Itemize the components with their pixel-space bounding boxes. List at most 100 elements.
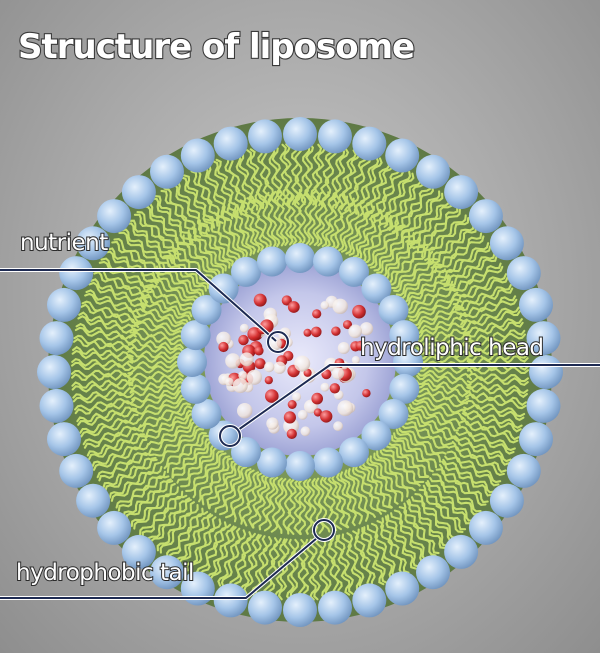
lipid-tail (150, 497, 191, 547)
lipid-tail (462, 410, 522, 433)
lipid-tail (127, 338, 184, 351)
phospholipid-head (150, 555, 184, 590)
nutrient-molecule-clear (273, 361, 286, 374)
nutrient-molecule-red (281, 295, 292, 306)
lipid-tail (385, 241, 426, 283)
nutrient-molecule-red (265, 389, 279, 403)
tail-pointer (0, 518, 336, 600)
phospholipid-head (489, 226, 524, 261)
lipid-tail (182, 234, 221, 277)
phospholipid-head (177, 347, 207, 377)
phospholipid-head (180, 320, 211, 351)
lipid-tail (220, 207, 249, 259)
lipid-tail (325, 192, 342, 249)
lipid-tail (315, 191, 331, 247)
lipid-tail (217, 527, 242, 587)
lipid-tail (270, 477, 284, 533)
lipid-tail (335, 534, 354, 595)
phospholipid-head (208, 273, 239, 304)
nutrient-molecule-clear (266, 417, 279, 430)
lipid-tail (416, 364, 473, 374)
nutrient-molecule-clear (300, 426, 311, 437)
lipid-tail (322, 475, 343, 531)
phospholipid-head (76, 226, 111, 261)
lipid-tail (461, 310, 521, 331)
lipid-tail (383, 172, 415, 228)
phospholipid-head (339, 437, 369, 468)
phospholipid-head (468, 510, 503, 545)
lipid-tail (246, 149, 265, 210)
lipid-tail (141, 405, 193, 433)
lipid-tail (282, 478, 293, 535)
lipid-tail (71, 349, 134, 362)
phospholipid-head (519, 287, 553, 322)
lipid-tail (340, 200, 364, 253)
lipid-tail (398, 506, 437, 557)
lipid-tail (352, 530, 374, 590)
lipid-tail (193, 168, 224, 224)
nutrient-cluster (216, 293, 374, 439)
lipid-tail (260, 146, 274, 208)
lipid-tail (139, 297, 191, 321)
lipid-tail (415, 378, 471, 393)
lipid-tail (89, 278, 146, 309)
lipid-tail (128, 372, 184, 387)
lipid-tail (386, 178, 425, 230)
lipid-tail (373, 452, 409, 498)
phospholipid-head (385, 571, 420, 606)
lipid-tail (454, 435, 511, 466)
nutrient-molecule-red (343, 320, 352, 330)
lipid-tail (275, 190, 289, 246)
lipid-tail (81, 300, 141, 325)
label-hydroliphic-head: hydroliphic head (360, 335, 544, 361)
lipid-tail (464, 332, 526, 346)
lipid-tail (393, 432, 438, 469)
lipid-tail (360, 526, 385, 586)
lipid-tail (144, 413, 196, 440)
nutrient-molecule-red (355, 340, 366, 351)
lipid-tail (424, 217, 470, 262)
lipid-tail (104, 456, 157, 492)
phospholipid-head (213, 583, 248, 618)
phospholipid-head (313, 447, 343, 478)
lipid-tail (71, 357, 134, 368)
phospholipid-head (76, 483, 111, 518)
lipid-tail (395, 428, 442, 463)
lipid-tail (271, 144, 285, 206)
phospholipid-head (47, 287, 81, 322)
lipid-tail (218, 465, 248, 516)
lipid-tail (156, 501, 195, 552)
phospholipid-head (506, 256, 541, 291)
lipid-tail (228, 531, 253, 591)
lipid-tail (262, 537, 279, 599)
lipid-tail (449, 444, 506, 477)
lipid-tail (406, 500, 449, 547)
lipid-tail (387, 245, 429, 286)
lipid-tail (198, 455, 231, 503)
lipid-tail (77, 407, 138, 426)
nutrient-molecule-red (238, 334, 249, 346)
lipid-tail (152, 271, 200, 303)
nutrient-molecule-red (311, 326, 322, 338)
lipid-tail (88, 281, 147, 308)
lipid-tail (358, 461, 393, 509)
lipid-tail (251, 195, 272, 250)
lipid-tail (241, 472, 263, 527)
lipid-tail (131, 385, 187, 403)
lipid-tail (409, 298, 463, 322)
lipid-tail (286, 478, 297, 535)
lipid-tail (413, 391, 469, 408)
lipid-tail (428, 223, 475, 266)
lipid-tail (150, 420, 200, 451)
lipid-tail (312, 190, 325, 246)
lipid-tail (125, 478, 172, 521)
lipid-tail (215, 158, 240, 218)
phospholipid-head (285, 243, 315, 273)
phospholipid-head (378, 399, 409, 429)
phospholipid-head (191, 399, 222, 429)
lipid-tail (408, 498, 446, 550)
lipid-tail (270, 190, 286, 247)
phospholipid-head (37, 355, 71, 389)
phospholipid-head (489, 483, 524, 518)
lipid-tail (134, 393, 189, 415)
